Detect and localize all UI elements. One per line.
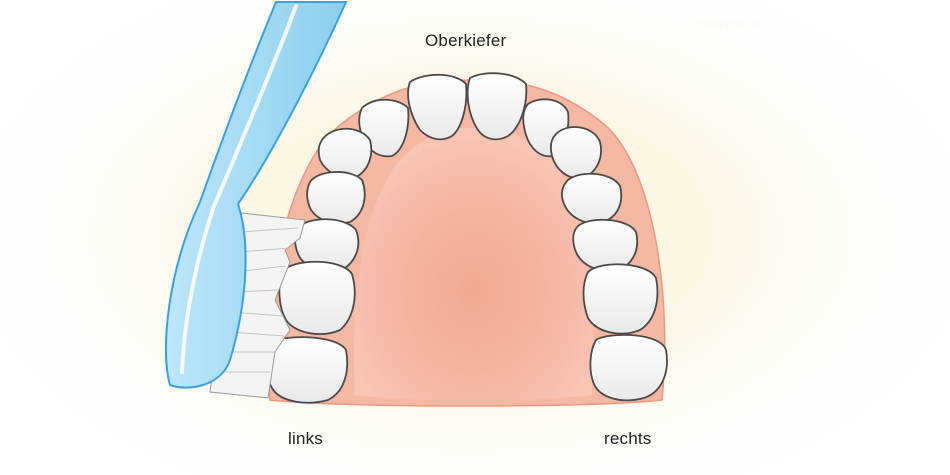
tooth-molar-1-left: [278, 260, 356, 335]
label-left: links: [288, 429, 324, 448]
tooth-central-incisor-right: [466, 72, 528, 141]
label-right: rechts: [604, 429, 652, 448]
watermark: Oberkiefer: [690, 16, 766, 32]
bristle-lines: [224, 227, 299, 373]
palate: [353, 128, 594, 401]
toothbrush-highlight: [180, 4, 298, 374]
tooth-premolar-1-left: [306, 171, 366, 225]
teeth: [263, 72, 668, 404]
tooth-central-incisor-left: [407, 73, 468, 141]
toothbrush-handle: [164, 1, 348, 389]
tooth-lateral-incisor-left: [358, 98, 410, 158]
tooth-molar-1-right: [582, 263, 659, 335]
tooth-molar-2-right: [589, 333, 668, 402]
toothbrush-icon: [164, 1, 348, 399]
label-upper-jaw: Oberkiefer: [425, 31, 507, 50]
